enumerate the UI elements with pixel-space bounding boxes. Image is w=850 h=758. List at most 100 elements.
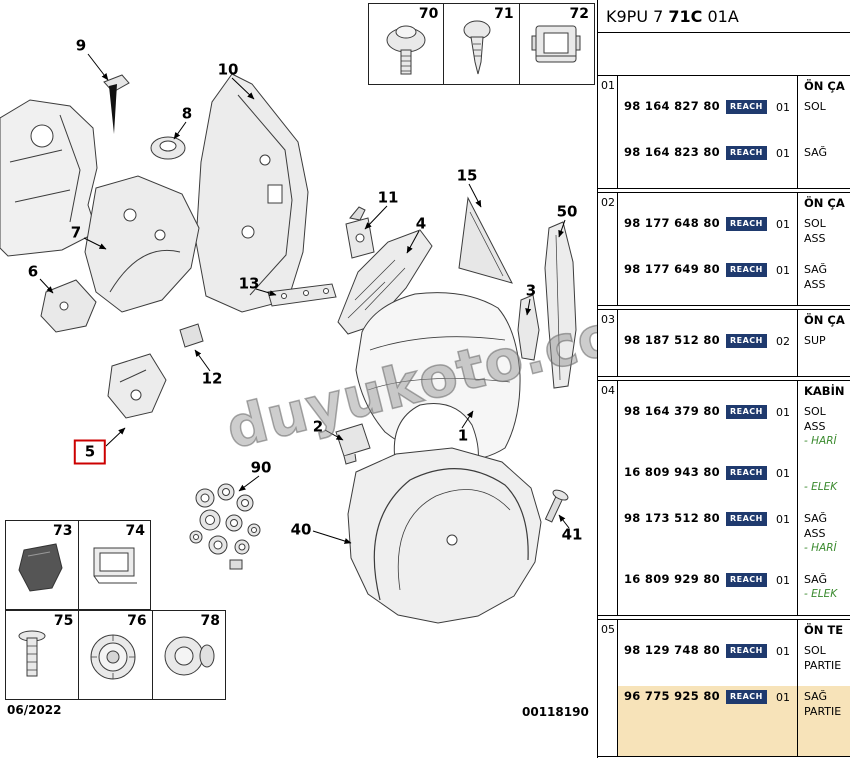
- callout-3[interactable]: 3: [525, 281, 537, 300]
- reach-badge[interactable]: REACH: [725, 690, 767, 704]
- quantity: 01: [776, 513, 790, 526]
- hardware-73-drawing: [18, 543, 63, 592]
- fastener-cell-70[interactable]: 70: [369, 4, 443, 84]
- callout-4[interactable]: 4: [415, 214, 427, 233]
- fastener-cell-72[interactable]: 72: [518, 4, 594, 84]
- description-line: PARTIE: [804, 659, 842, 672]
- reach-badge[interactable]: REACH: [725, 644, 767, 658]
- description-line: SOL: [804, 405, 826, 418]
- reach-badge[interactable]: REACH: [725, 263, 767, 277]
- description-line: ASS: [804, 232, 826, 245]
- callout-1[interactable]: 1: [457, 426, 469, 445]
- callout-layer: 9 10 8 7 6 13 11 4 15 50 3 12 5 2 1 90 40 41: [27, 36, 583, 544]
- hardware-cell-75[interactable]: 75: [6, 611, 78, 699]
- reach-badge[interactable]: REACH: [725, 217, 767, 231]
- description-line: SAĞ: [804, 690, 828, 703]
- callout-8[interactable]: 8: [181, 104, 193, 123]
- reach-badge[interactable]: REACH: [725, 146, 767, 160]
- group-title: KABİN: [797, 381, 850, 401]
- title-spacer: [618, 620, 797, 640]
- reach-badge[interactable]: REACH: [725, 100, 767, 114]
- hardware-cell-73[interactable]: 73: [6, 521, 78, 609]
- quantity: 01: [776, 264, 790, 277]
- description-line: - HARİ: [804, 542, 837, 554]
- part-number: 98 164 823 80: [624, 145, 720, 159]
- reach-badge[interactable]: REACH: [725, 512, 767, 526]
- quantity: 01: [776, 147, 790, 160]
- hardware-cell-76[interactable]: 76: [78, 611, 151, 699]
- callout-40[interactable]: 40: [290, 520, 312, 539]
- callout-12[interactable]: 12: [201, 369, 223, 388]
- hardware-grid-row1: 73 74: [5, 520, 151, 610]
- leader-lines: [39, 53, 570, 544]
- catalog-code-header: K9PU 7 71C 01A: [598, 0, 850, 33]
- description-line: SOL: [804, 217, 826, 230]
- callout-7[interactable]: 7: [70, 223, 82, 242]
- callout-10[interactable]: 10: [217, 60, 239, 79]
- part-description: SAĞ: [797, 142, 850, 188]
- reach-badge[interactable]: REACH: [725, 466, 767, 480]
- reach-badge[interactable]: REACH: [725, 334, 767, 348]
- part-number: 98 177 648 80: [624, 216, 720, 230]
- callout-41[interactable]: 41: [561, 525, 583, 544]
- catalog-code-suffix: 01A: [702, 6, 739, 26]
- quantity: 01: [776, 574, 790, 587]
- callout-11[interactable]: 11: [377, 188, 399, 207]
- description-line: - HARİ: [804, 435, 837, 447]
- callout-2[interactable]: 2: [312, 417, 324, 436]
- hardware-cell-74[interactable]: 74: [77, 521, 151, 609]
- part-2-drawing: [335, 423, 371, 465]
- part-5-drawing: [107, 353, 167, 419]
- reach-badge[interactable]: REACH: [725, 405, 767, 419]
- quantity: 01: [776, 467, 790, 480]
- fastener-number: 71: [494, 6, 514, 22]
- callout-15[interactable]: 15: [456, 166, 478, 185]
- description-line: SAĞ: [804, 573, 828, 586]
- title-spacer: [618, 381, 797, 401]
- part-number: 98 164 827 80: [624, 99, 720, 113]
- part-number: 98 177 649 80: [624, 262, 720, 276]
- part-row[interactable]: 98 173 512 80 REACH 01: [618, 508, 797, 569]
- part-13-drawing: [267, 283, 337, 307]
- callout-9[interactable]: 9: [75, 36, 87, 55]
- group-title: ÖN TE: [797, 620, 850, 640]
- part-description: SOL ASS: [797, 213, 850, 259]
- callout-50[interactable]: 50: [556, 202, 578, 221]
- part-row[interactable]: 98 164 823 80 REACH 01: [618, 142, 797, 188]
- description-line: SOL: [804, 100, 826, 113]
- part-8-drawing: [150, 136, 186, 160]
- hardware-cell-78[interactable]: 78: [151, 611, 225, 699]
- reach-badge[interactable]: REACH: [725, 573, 767, 587]
- part-6-drawing: [40, 279, 97, 333]
- exploded-view-drawing: [0, 20, 581, 680]
- group-title: ÖN ÇA: [797, 76, 850, 96]
- part-group-01: 01 ÖN ÇA 98 164 827 80 REACH 01 SOL 98 164 823…: [598, 75, 850, 189]
- catalog-code-prefix: K9PU 7: [606, 6, 669, 26]
- part-7-drawing: [84, 175, 200, 313]
- callout-13[interactable]: 13: [238, 274, 260, 293]
- part-number: 98 173 512 80: [624, 511, 720, 525]
- fastener-number: 70: [418, 6, 439, 22]
- callout-5[interactable]: 5: [73, 439, 107, 465]
- callout-6[interactable]: 6: [27, 262, 39, 281]
- part-row[interactable]: 98 177 649 80 REACH 01: [618, 259, 797, 305]
- quantity: 01: [776, 645, 790, 658]
- fastener-cell-71[interactable]: 71: [443, 4, 518, 84]
- item-number: 02: [598, 193, 618, 305]
- parts-table-panel: K9PU 7 71C 01A 01 ÖN ÇA 98 164 827 80 REACH…: [597, 0, 850, 758]
- callout-90[interactable]: 90: [250, 458, 272, 477]
- part-number: 96 775 925 80: [624, 689, 720, 703]
- item-number: 01: [598, 76, 618, 188]
